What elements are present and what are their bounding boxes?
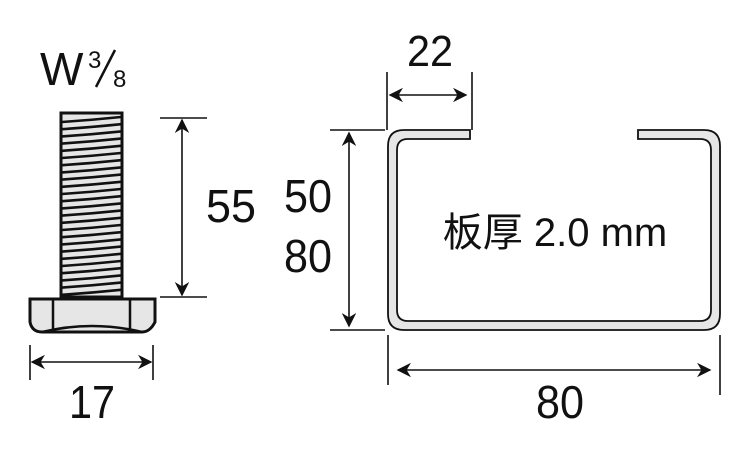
thread-line	[61, 288, 122, 297]
thread-line	[61, 238, 122, 246]
thread-size-label: W	[40, 43, 84, 95]
thickness-label: 板厚 2.0 mm	[443, 211, 667, 255]
thread-line	[61, 245, 122, 253]
thread-line	[61, 230, 122, 239]
bolt-threads	[61, 115, 122, 297]
thread-line	[61, 158, 122, 167]
height-label-80: 80	[284, 230, 332, 282]
thread-line	[61, 151, 122, 160]
thread-line	[61, 166, 122, 174]
thread-line	[61, 180, 122, 189]
height-label-50: 50	[284, 170, 332, 222]
channel-drawing: 板厚 2.0 mm 22 50 80 80	[284, 27, 721, 428]
height-dimension: 50 80	[284, 129, 385, 331]
thread-line	[61, 137, 122, 145]
thread-line	[61, 122, 122, 131]
thread-line	[61, 252, 122, 261]
length-label: 55	[206, 180, 256, 232]
nut-width-label: 17	[69, 376, 115, 428]
thread-line	[61, 115, 122, 124]
thread-line	[61, 173, 122, 181]
thread-line	[61, 216, 122, 225]
thread-line	[61, 259, 122, 268]
bolt-drawing: W 3 8 55 17	[28, 43, 256, 428]
c-channel-profile	[387, 129, 721, 331]
nut-width-dimension: 17	[29, 345, 154, 428]
thread-line	[61, 130, 122, 138]
thread-fraction-numerator: 3	[88, 47, 101, 74]
fraction-slash	[94, 49, 117, 88]
thread-line	[61, 209, 122, 217]
thread-fraction-denominator: 8	[113, 66, 126, 93]
width-dimension: 80	[387, 335, 721, 428]
thread-line	[61, 274, 122, 282]
length-dimension: 55	[160, 117, 256, 298]
thread-line	[61, 281, 122, 289]
width-label: 80	[536, 376, 584, 428]
lip-width-label: 22	[407, 27, 453, 76]
thread-line	[61, 187, 122, 196]
thread-line	[61, 223, 122, 232]
thread-line	[61, 266, 122, 275]
thread-line	[61, 194, 122, 203]
thread-line	[61, 202, 122, 210]
hex-nut-facets	[41, 299, 143, 334]
thread-line	[61, 144, 122, 153]
lip-width-dimension: 22	[386, 27, 473, 130]
